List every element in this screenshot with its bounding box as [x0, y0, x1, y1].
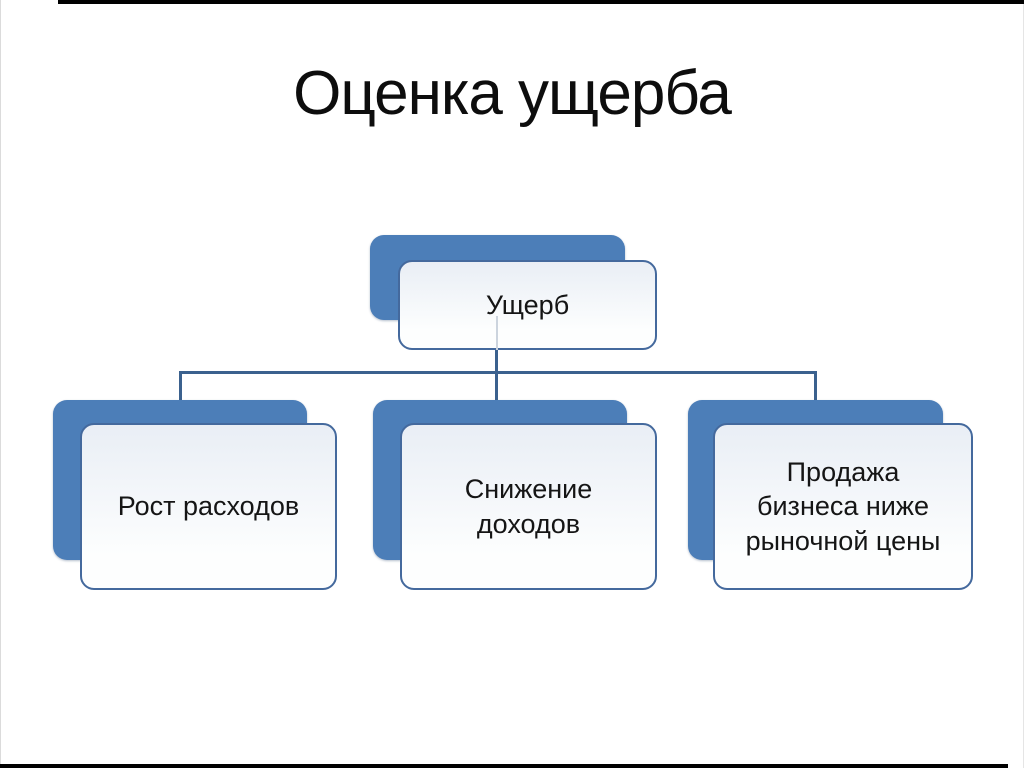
slide-title: Оценка ущерба [293, 59, 732, 128]
top-frame-bar [58, 0, 1024, 4]
node-below-market-sale-label: Продажа бизнеса ниже рыночной цены [745, 457, 941, 556]
connector-drop-center [495, 372, 498, 401]
node-root-card: Ущерб [398, 260, 657, 350]
node-revenue-decline-label: Снижение доходов [464, 474, 593, 539]
node-revenue-decline-card: Снижение доходов [400, 423, 657, 590]
connector-through-card [496, 316, 498, 350]
connector-horizontal [179, 371, 817, 374]
connector-root-stub [495, 349, 498, 372]
node-below-market-sale-card: Продажа бизнеса ниже рыночной цены [713, 423, 973, 590]
connector-drop-left [179, 372, 182, 401]
node-root-label: Ущерб [485, 289, 570, 320]
bottom-frame-bar [0, 764, 1008, 768]
node-cost-growth-label: Рост расходов [117, 491, 300, 522]
connector-drop-right [814, 372, 817, 401]
left-edge-line [0, 0, 1, 768]
node-cost-growth-card: Рост расходов [80, 423, 337, 590]
